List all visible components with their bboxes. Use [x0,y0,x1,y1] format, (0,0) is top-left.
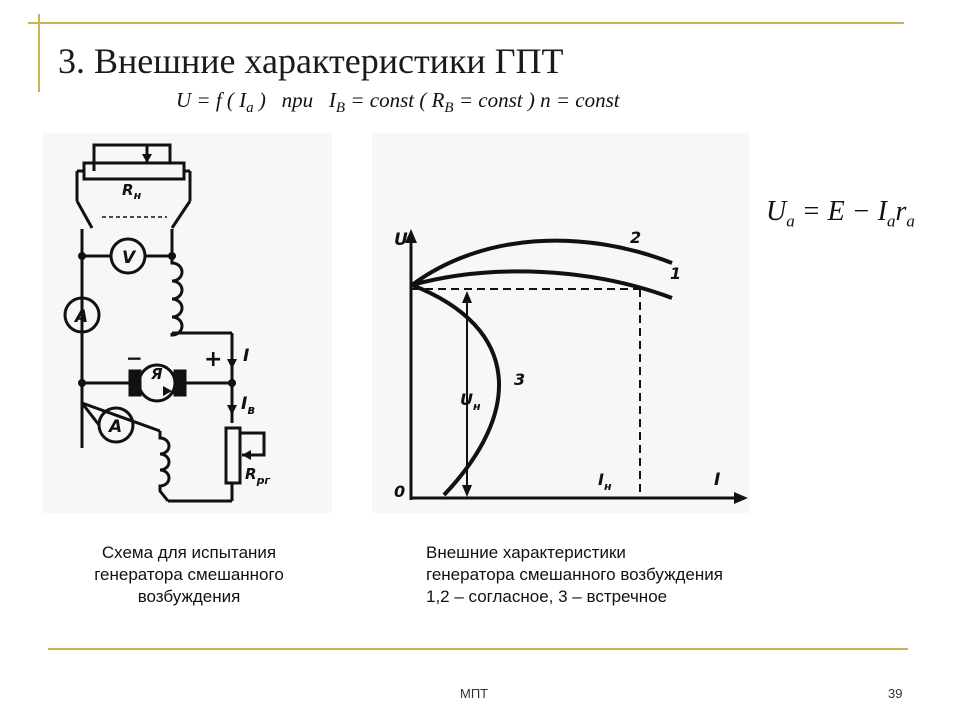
left-rule [38,14,40,92]
node-dot [168,252,176,260]
circuit-caption: Схема для испытания генератора смешанног… [58,542,320,608]
ammeter-top-label: A [73,307,88,327]
curve-3 [411,283,501,497]
voltage-equation: Ua = E − Iara [766,196,915,231]
caption-line: Внешние характеристики [426,543,626,562]
top-rule [28,22,904,24]
voltmeter-label: V [122,248,137,268]
footer-label: МПТ [460,686,489,701]
node-dot [78,379,86,387]
curve-2 [410,238,673,287]
graph-panel [372,133,750,513]
x-axis-label: I [714,470,720,490]
origin-label: 0 [394,482,405,501]
un-arrow-bottom [462,485,472,497]
circuit-panel [42,133,332,513]
curve-3-label: 3 [514,370,525,389]
rrg-resistor [224,426,242,485]
plus-label: + [204,347,222,372]
current-i-label: I [243,346,249,366]
caption-line: Схема для испытания [101,543,277,562]
shunt-coil [158,431,171,502]
switch-left [75,200,94,229]
graph-caption: Внешние характеристики генератора смешан… [426,542,846,608]
caption-line: 1,2 – согласное, 3 – встречное [426,587,668,606]
page-number: 39 [888,686,903,701]
node-dot [228,379,236,387]
switch-right [170,200,192,229]
bottom-rule [48,648,908,650]
caption-line: генератора смешанного возбуждения [426,565,723,584]
minus-label: − [126,346,143,370]
un-label: Uн [460,390,481,413]
node-dot [78,252,86,260]
in-label: Iн [598,470,612,493]
curve-1 [411,269,673,300]
y-axis-label: U [394,230,408,250]
curve-2-label: 2 [630,228,641,247]
formula-line: U = f ( Ia ) при IB = const ( RB = const… [176,88,620,117]
x-axis-arrow [734,492,748,504]
caption-line: возбуждения [137,587,241,606]
ammeter-top [63,296,101,334]
y-axis-arrow [405,229,417,243]
rrg-label: Rрг [245,465,271,487]
caption-line: генератора смешанного [94,565,284,584]
current-ib-label: Iв [241,394,255,417]
circuit-diagram: Rн V A A Я − + I Iв Rрг [63,143,271,503]
ammeter-bottom-label: A [107,417,122,437]
series-coil [170,256,184,337]
slide-title: 3. Внешние характеристики ГПТ [58,41,564,81]
armature-label: Я [150,365,163,383]
rn-wiper-wire [92,143,172,171]
un-arrow-top [462,291,472,303]
rn-label: Rн [122,181,142,202]
rn-resistor [82,161,186,181]
curve-1-label: 1 [670,264,681,283]
field-current-arrow [227,405,237,415]
current-arrow [227,359,237,369]
characteristics-graph: U I 0 1 2 3 Uн Iн [394,228,748,504]
